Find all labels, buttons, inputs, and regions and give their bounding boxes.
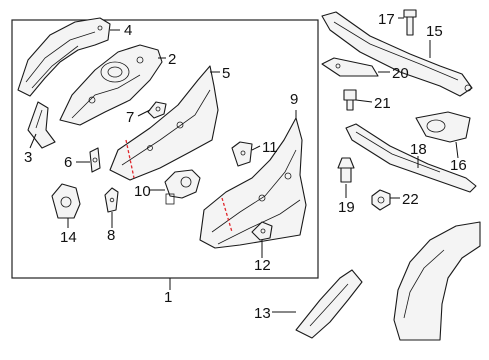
label-10: 10 [134, 183, 151, 200]
label-11: 11 [262, 139, 278, 156]
label-21: 21 [374, 95, 391, 112]
part-15-bar [321, 11, 473, 97]
label-8: 8 [107, 227, 115, 244]
label-5: 5 [222, 65, 230, 82]
label-16: 16 [450, 157, 467, 174]
part-2-shock-tower [59, 44, 163, 126]
label-17: 17 [378, 11, 395, 28]
part-10-actuator [164, 169, 201, 205]
part-19-clip [337, 157, 355, 183]
label-9: 9 [290, 91, 298, 108]
part-14-plate [51, 183, 81, 219]
label-20: 20 [392, 65, 409, 82]
cut-line-1 [125, 139, 135, 179]
part-9-lower-rail [199, 117, 307, 249]
label-18: 18 [410, 141, 427, 158]
label-7: 7 [126, 109, 134, 126]
label-22: 22 [402, 191, 419, 208]
label-3: 3 [24, 149, 32, 166]
leader-lines [29, 17, 459, 313]
part-3-bracket [27, 101, 56, 149]
part-16-bracket [415, 111, 471, 143]
part-13-fender [295, 221, 481, 341]
part-8-bracket [104, 187, 119, 213]
part-5-inner-rail [109, 65, 219, 181]
label-19: 19 [338, 199, 355, 216]
part-12-plate [251, 221, 273, 241]
label-4: 4 [124, 22, 132, 39]
cut-line-2 [221, 197, 233, 233]
part-22-nut [371, 189, 391, 211]
part-6-bracket [89, 147, 101, 173]
part-21-clip [343, 89, 357, 111]
label-6: 6 [64, 154, 72, 171]
part-11-bracket [231, 141, 253, 167]
part-7-clip [147, 101, 167, 119]
assembly-frame [11, 19, 319, 279]
label-12: 12 [254, 257, 271, 274]
callout-labels: 1 2 3 4 5 6 7 8 9 10 11 12 13 14 15 16 1… [24, 11, 467, 322]
part-20-bracket [321, 57, 379, 77]
part-17-bolt [403, 9, 417, 36]
label-2: 2 [168, 51, 176, 68]
part-18-lower-bar [345, 123, 477, 193]
label-13: 13 [254, 305, 271, 322]
label-1: 1 [164, 289, 172, 306]
label-15: 15 [426, 23, 443, 40]
part-4-apron-rail [17, 17, 111, 97]
label-14: 14 [60, 229, 77, 246]
